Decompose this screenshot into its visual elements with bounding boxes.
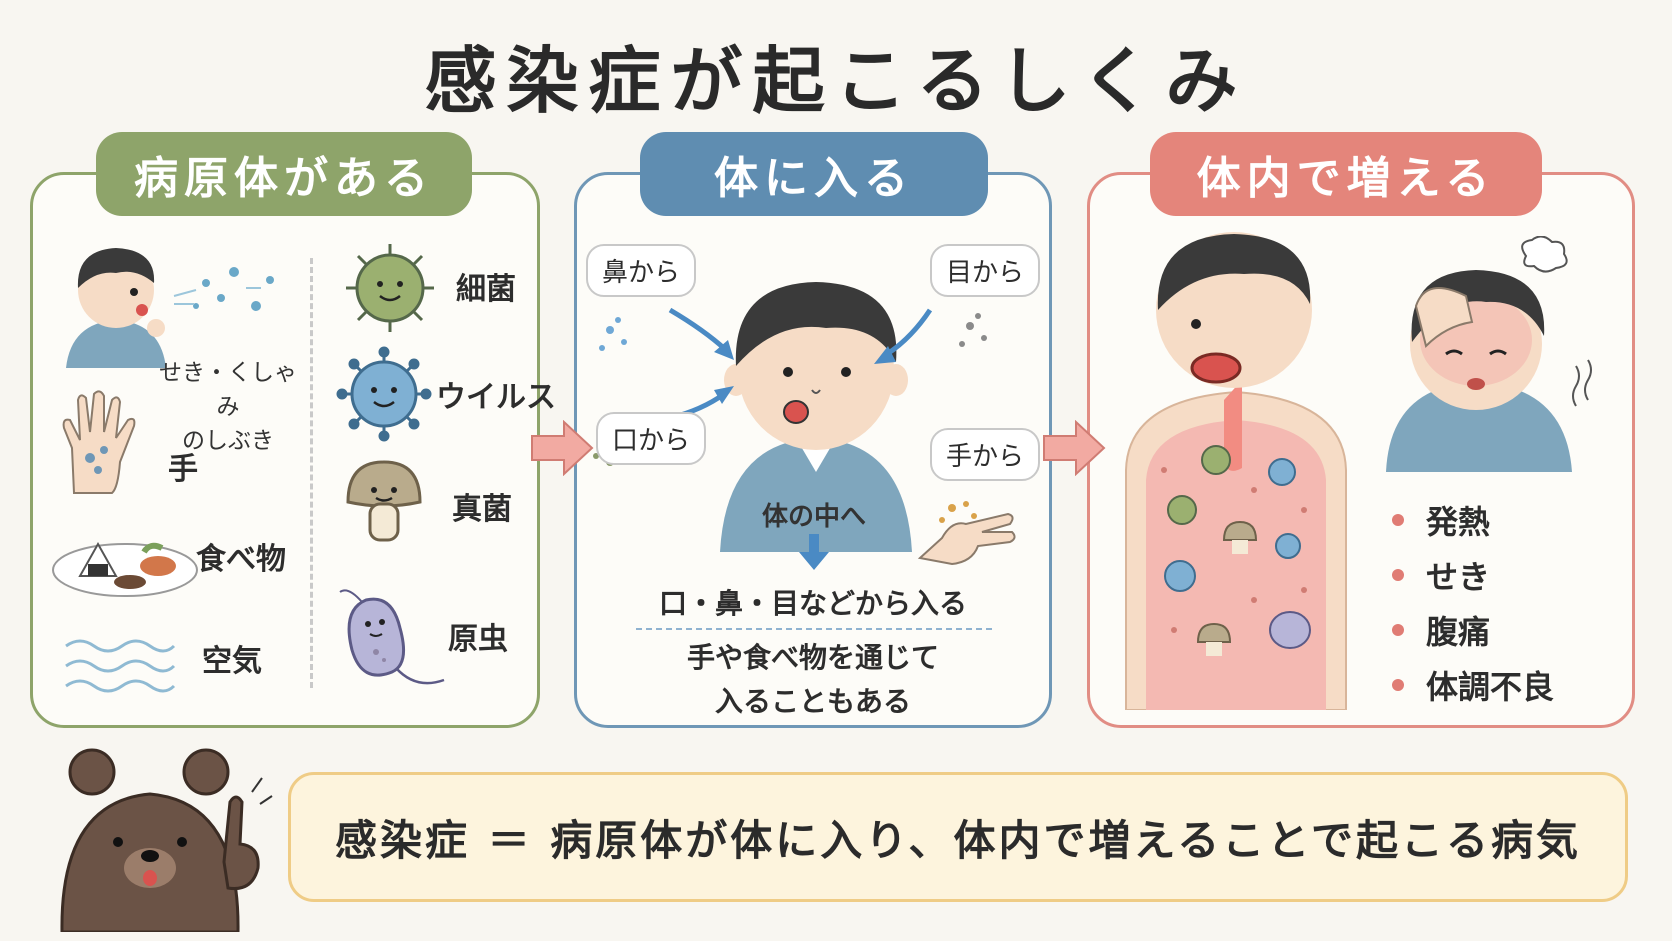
virus-icon [336, 346, 432, 442]
arrow-right-icon [531, 420, 594, 476]
type-fungus: 真菌 [452, 492, 512, 527]
symptom-label: 発熱 [1426, 502, 1491, 541]
page-title: 感染症が起こるしくみ [424, 39, 1248, 123]
entry-sub-line2: 入ることもある [714, 685, 911, 718]
symptom-item: 腹痛 [1392, 602, 1554, 657]
bear-mascot-icon [60, 748, 273, 932]
bullet-dot-icon [1392, 678, 1404, 691]
bubble-eyes: 目から [930, 244, 1041, 297]
symptom-item: 発熱 [1392, 492, 1554, 547]
symptom-item: せき [1392, 547, 1554, 602]
sneeze-label-line2: のしぶき [182, 428, 274, 454]
food-plate-icon [52, 541, 198, 597]
source-air: 空気 [202, 644, 262, 679]
type-bacteria: 細菌 [456, 272, 516, 307]
sneeze-label: せき・くしゃみ のしぶき [148, 356, 308, 458]
summary-box: 感染症 ＝ 病原体が体に入り、体内で増えることで起こる病気 [288, 772, 1628, 902]
entry-arrows-icon [593, 307, 987, 466]
source-food: 食べ物 [196, 542, 286, 577]
tab-multiply: 体内で増える [1150, 132, 1542, 216]
entry-sub-line1: 手や食べ物を通じて [686, 641, 939, 674]
symptom-list: 発熱 せき 腹痛 体調不良 [1392, 492, 1554, 712]
bacteria-icon [346, 244, 434, 332]
tab-pathogen: 病原体がある [96, 132, 472, 216]
fungus-icon [346, 460, 422, 542]
type-virus: ウイルス [436, 380, 556, 415]
symptom-label: せき [1426, 557, 1491, 596]
bullet-dot-icon [1392, 513, 1404, 526]
bullet-dot-icon [1392, 623, 1404, 636]
bubble-mouth: 口から [596, 412, 707, 465]
sick-child-icon [1386, 236, 1592, 472]
bubble-hands: 手から [930, 428, 1041, 481]
protozoa-icon [339, 589, 445, 685]
air-waves-icon [65, 639, 176, 693]
sneeze-label-line1: せき・くしゃみ [159, 360, 297, 420]
entry-sub-text: 手や食べ物を通じて 入ることもある [590, 636, 1036, 724]
entry-divider [636, 628, 992, 630]
panel-divider [310, 258, 313, 688]
hand-icon [62, 390, 136, 494]
symptom-label: 腹痛 [1426, 612, 1491, 651]
arrow-right-icon [1043, 420, 1106, 476]
arrow-down-icon [799, 534, 829, 570]
bubble-nose: 鼻から [586, 244, 697, 297]
tab-entry: 体に入る [640, 132, 988, 216]
bullet-dot-icon [1392, 568, 1404, 581]
inside-body-label: 体の中へ [761, 502, 866, 532]
hand-icon [917, 501, 1016, 566]
type-protozoa: 原虫 [448, 622, 508, 657]
source-hand: 手 [168, 452, 198, 487]
symptom-item: 体調不良 [1392, 657, 1554, 712]
sneezing-child-icon [66, 248, 274, 368]
entry-main-text: 口・鼻・目などから入る [658, 587, 967, 620]
symptom-label: 体調不良 [1426, 667, 1555, 706]
child-face-icon [720, 282, 912, 552]
body-interior-icon [1125, 232, 1347, 710]
